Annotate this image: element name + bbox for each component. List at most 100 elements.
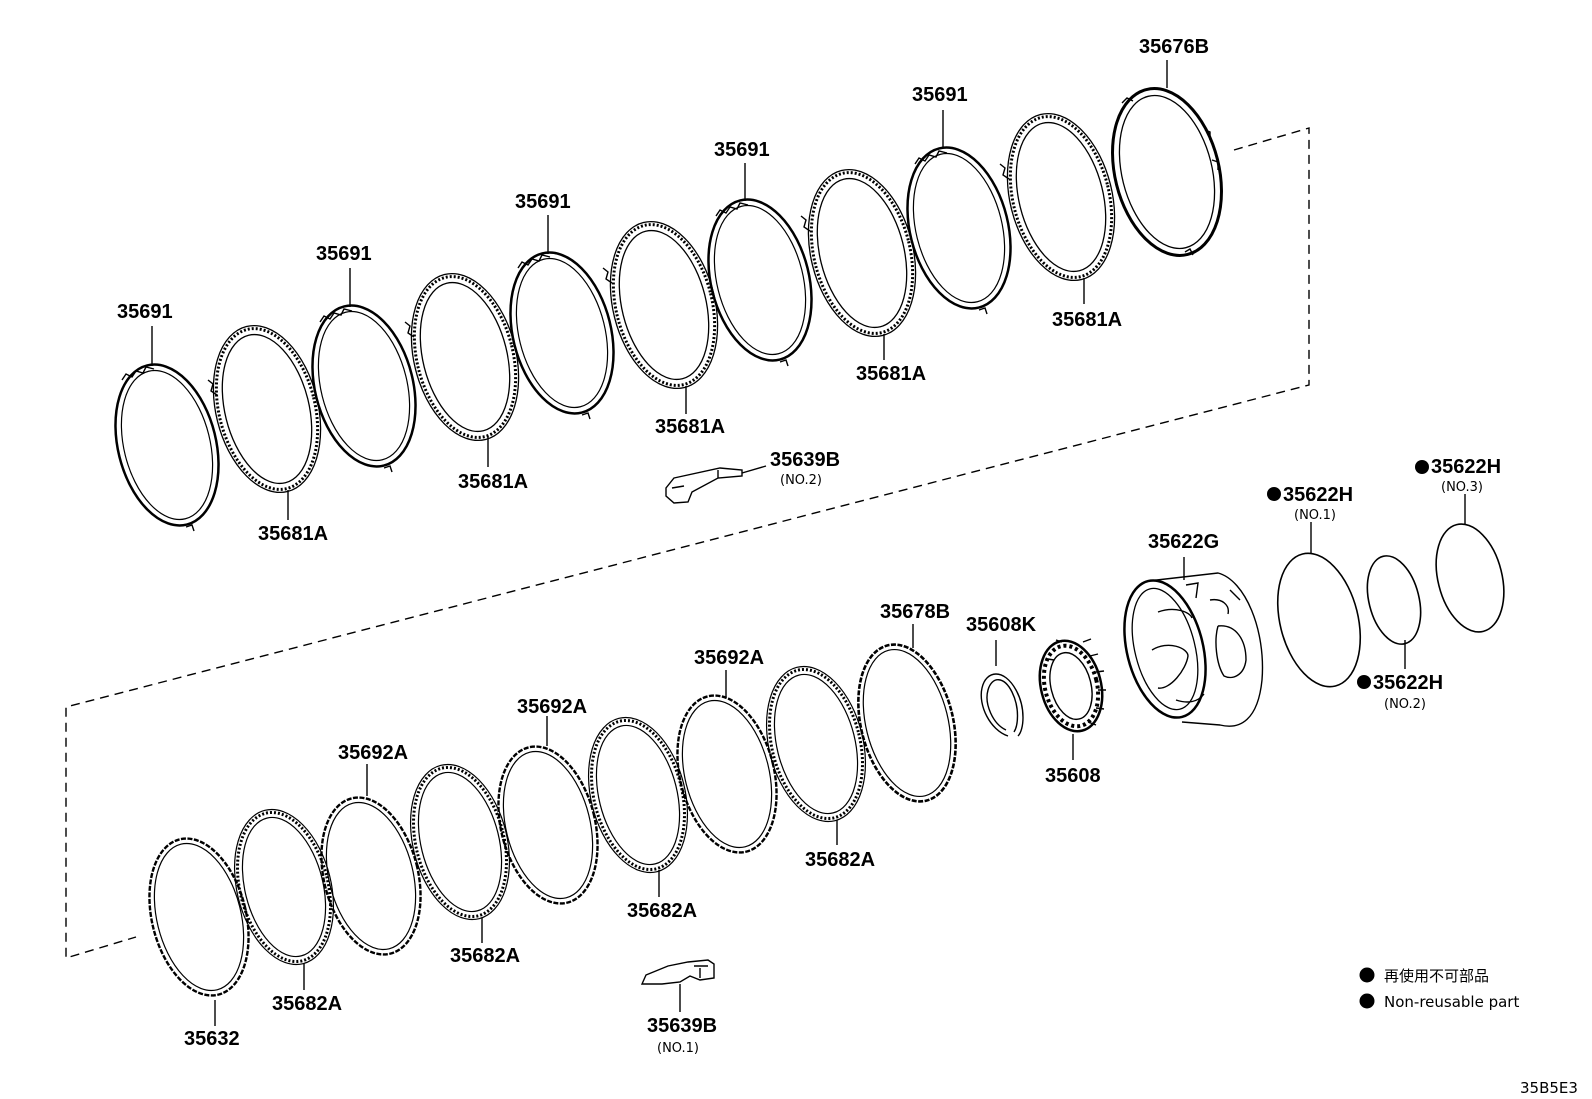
part-label: 35691 [515, 191, 571, 213]
lower-disc-ring [412, 765, 508, 919]
part-35682A-disc-2[interactable]: 35682A [395, 754, 524, 967]
part-label: 35681A [1052, 309, 1122, 331]
part-sublabel: (NO.1) [1294, 508, 1336, 523]
retainer-spring-band [1041, 643, 1101, 729]
part-35681A-disc-2[interactable]: 35681A [395, 262, 535, 493]
part-35639B-clip-no2[interactable]: 35639B (NO.2) [665, 449, 840, 504]
part-label: 35691 [714, 139, 770, 161]
snap-ring-inner [986, 679, 1019, 733]
friction-disc-inner [1015, 121, 1107, 273]
friction-disc-ring [809, 171, 915, 335]
part-35632-plate[interactable]: 35632 [134, 828, 264, 1050]
retainer-springs [1047, 638, 1106, 726]
part-35678B-flange[interactable]: 35678B [843, 601, 971, 812]
part-35639B-clip-no1[interactable]: 35639B (NO.1) [640, 959, 717, 1056]
part-35691-plate-4[interactable]: 35691 [693, 139, 828, 371]
part-35622H-oring-no1[interactable]: 35622H (NO.1) [1265, 484, 1374, 695]
part-label: 35639B [647, 1015, 717, 1037]
legend-bullet [1359, 993, 1375, 1009]
lower-disc-inner [241, 816, 327, 958]
plate-tabs [517, 254, 613, 420]
part-label: 35681A [458, 471, 528, 493]
part-35608K-snap-ring[interactable]: 35608K [966, 614, 1037, 737]
lower-disc-outer [233, 808, 335, 966]
friction-disc-outer [1006, 112, 1116, 282]
part-35692A-plate-1[interactable]: 35692A [306, 742, 436, 965]
legend: 再使用不可部品 Non-reusable part [1359, 967, 1519, 1011]
retainer-inner [1049, 651, 1093, 721]
friction-disc-inner [618, 229, 710, 381]
piston-windows [1151, 582, 1247, 703]
friction-disc-outer [609, 220, 719, 390]
steel-plate-inner [912, 152, 1006, 304]
nonreusable-mark [1267, 487, 1281, 501]
lower-disc-inner [417, 771, 503, 913]
part-35691-plate-5[interactable]: 35691 [892, 84, 1027, 319]
lower-disc-inner [773, 673, 859, 815]
oring-shape [1366, 555, 1422, 645]
part-35622H-oring-no3[interactable]: 35622H (NO.3) [1415, 456, 1514, 639]
oring-shape [1276, 552, 1362, 688]
part-sublabel: (NO.2) [780, 473, 822, 488]
part-label: 35681A [856, 363, 926, 385]
part-label: 35691 [912, 84, 968, 106]
part-35692A-plate-3[interactable]: 35692A [662, 647, 792, 863]
part-label: 35681A [258, 523, 328, 545]
group-outline-upper [65, 127, 1310, 959]
piston-front-rim [1123, 579, 1207, 719]
part-label: 35691 [117, 301, 173, 323]
oring-shape [1435, 523, 1505, 633]
legend-jp: 再使用不可部品 [1384, 967, 1489, 985]
part-label: 35682A [450, 945, 520, 967]
part-label: 35692A [517, 696, 587, 718]
piston-body [1147, 572, 1264, 727]
part-label: 35682A [627, 900, 697, 922]
lower-plate-inner [681, 699, 773, 849]
steel-plate-ring [906, 146, 1012, 310]
plate-tabs [319, 308, 415, 473]
part-sublabel: (NO.2) [1384, 697, 1426, 712]
part-35676B-flange[interactable]: 35676B [1096, 36, 1238, 267]
diagram-code: 35B5E3 [1520, 1079, 1578, 1097]
part-label: 35632 [184, 1028, 240, 1050]
part-label: 35682A [805, 849, 875, 871]
lower-disc-outer [587, 716, 689, 874]
friction-disc-inner [816, 177, 908, 329]
clip-shape [665, 467, 743, 504]
part-label: 35608 [1045, 765, 1101, 787]
friction-disc-ring [214, 327, 320, 491]
lower-plate-inner [325, 801, 417, 951]
clip-shape [640, 959, 715, 985]
part-35691-plate-3[interactable]: 35691 [495, 191, 630, 424]
part-35681A-disc-3[interactable]: 35681A [594, 210, 734, 438]
flange-tabs [1121, 97, 1219, 256]
flange-ring [1111, 87, 1223, 257]
part-35682A-disc-1[interactable]: 35682A [219, 799, 348, 1015]
part-label: 35692A [338, 742, 408, 764]
part-35681A-disc-4[interactable]: 35681A [792, 158, 932, 385]
part-label: 35682A [272, 993, 342, 1015]
part-label: 35622H [1283, 484, 1353, 506]
plate-tabs [914, 150, 1010, 315]
friction-disc-inner [221, 333, 313, 485]
part-35691-plate-1[interactable]: 35691 [100, 301, 235, 536]
nonreusable-mark [1357, 675, 1371, 689]
legend-bullet [1359, 967, 1375, 983]
plate-tabs [121, 366, 218, 532]
part-35681A-disc-1[interactable]: 35681A [197, 314, 337, 545]
steel-plate-ring [707, 198, 813, 362]
lower-disc-inner [595, 724, 681, 866]
part-35622G-piston[interactable]: 35622G [1111, 531, 1264, 727]
part-label: 35608K [966, 614, 1037, 636]
part-35692A-plate-2[interactable]: 35692A [483, 696, 613, 914]
part-35681A-disc-5[interactable]: 35681A [991, 102, 1131, 331]
part-label: 35639B [770, 449, 840, 471]
friction-disc-ring [611, 223, 717, 387]
part-35608-spring-retainer[interactable]: 35608 [1031, 634, 1111, 787]
friction-disc-inner [419, 281, 511, 433]
steel-plate-inner [515, 257, 609, 409]
part-35682A-disc-4[interactable]: 35682A [751, 656, 880, 871]
friction-disc-ring [1008, 115, 1114, 279]
part-35622H-oring-no2[interactable]: 35622H (NO.2) [1357, 550, 1443, 712]
legend-en: Non-reusable part [1384, 993, 1519, 1011]
